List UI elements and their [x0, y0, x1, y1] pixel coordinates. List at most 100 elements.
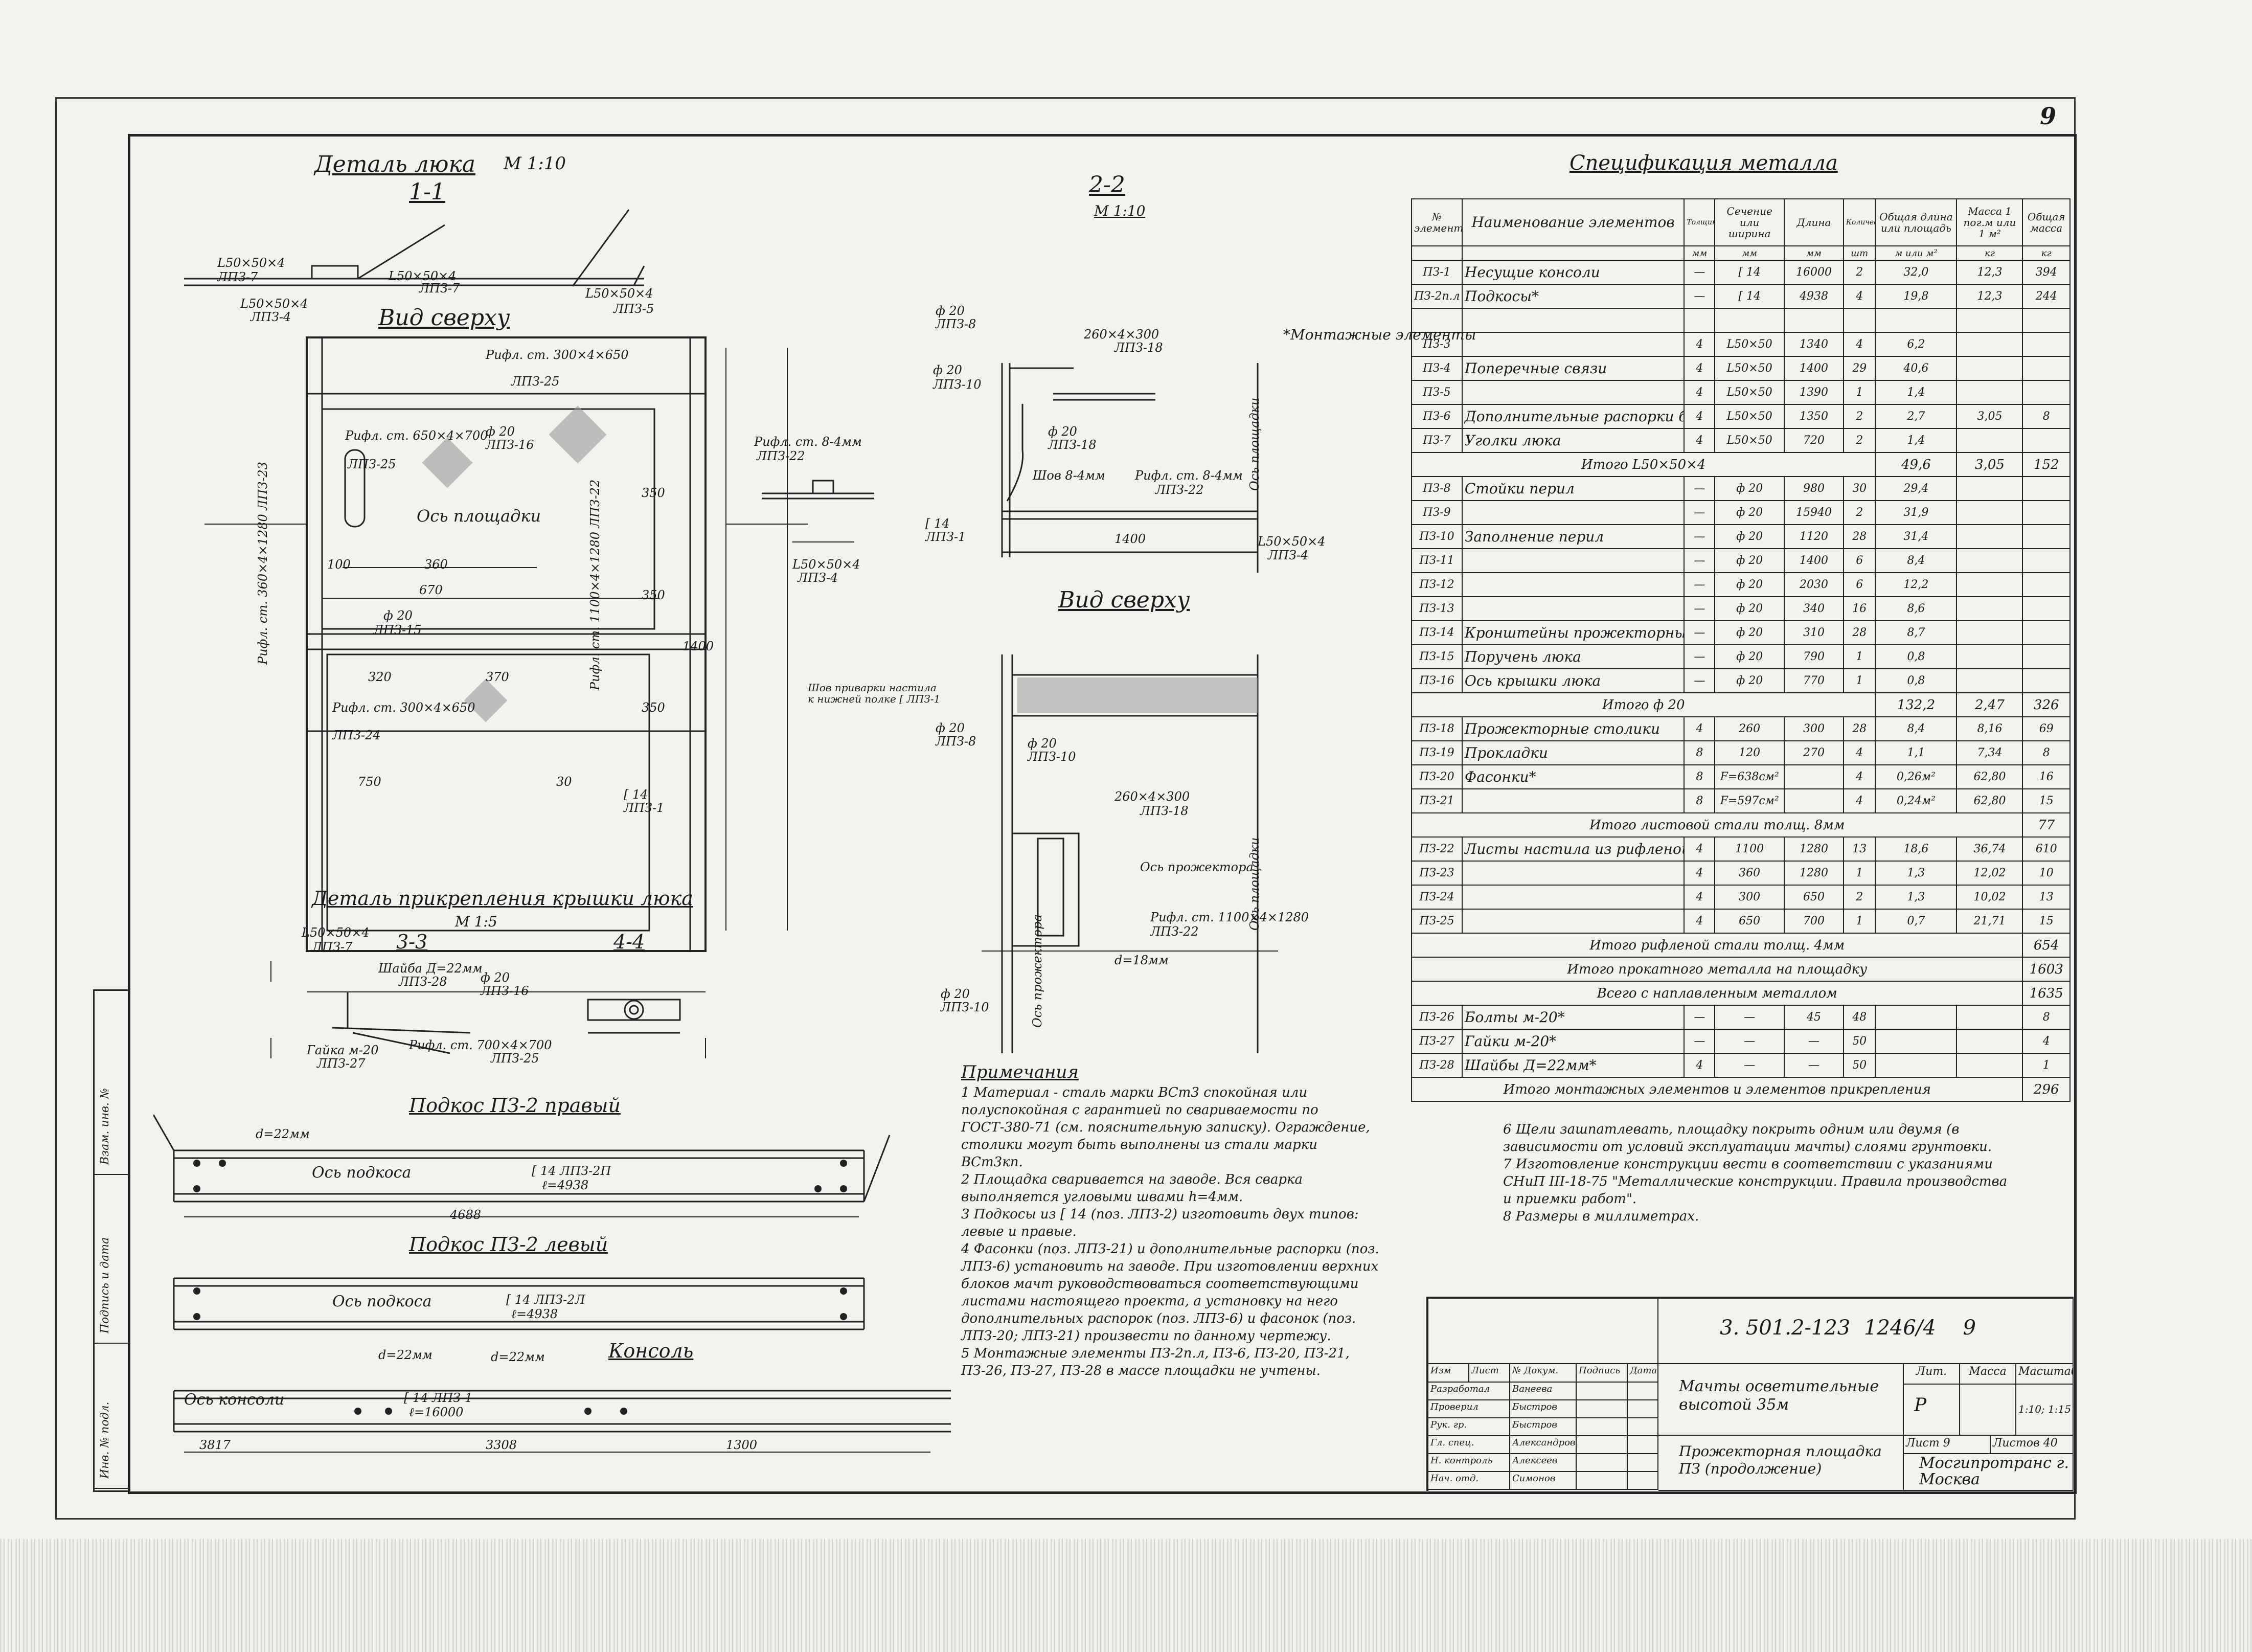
section-3-3-label: 3-3	[396, 931, 428, 953]
stamp-person: Александров	[1510, 1436, 1577, 1454]
spec-cell: 12,2	[1875, 572, 1958, 597]
stamp-col-doc: № Докум.	[1510, 1364, 1577, 1383]
spec-cell: 30	[1843, 476, 1876, 501]
stamp-col-izm: Изм	[1428, 1364, 1469, 1383]
spec-cell: 790	[1783, 644, 1845, 669]
cn-dim-1: 3817	[199, 1438, 231, 1452]
spec-cell	[2022, 548, 2071, 573]
spec-cell: 394	[2022, 260, 2071, 285]
spec-cell: L50×50	[1714, 404, 1785, 429]
spec-cell-id: ПЗ-13	[1411, 596, 1463, 621]
spec-total-label: Итого листовой стали толщ. 8мм	[1411, 812, 2023, 838]
spec-cell: —	[1684, 524, 1716, 549]
spec-cell: ф 20	[1714, 476, 1785, 501]
s33-washer-ref: ЛПЗ-28	[399, 975, 447, 989]
spec-cell: 4	[1684, 428, 1716, 453]
spec-cell-id: ПЗ-24	[1411, 885, 1463, 910]
spec-cell: 45	[1783, 1005, 1845, 1030]
spec-cell: 4	[1684, 380, 1716, 405]
spec-cell: 4	[1843, 788, 1876, 813]
spec-cell: 2	[1843, 500, 1876, 525]
top-view-1-title: Вид сверху	[378, 305, 510, 331]
bl-len: ℓ=4938	[511, 1307, 558, 1321]
spec-cell: 8	[2022, 1005, 2071, 1030]
stamp-date	[1628, 1418, 1658, 1436]
spec-cell: 19,8	[1875, 284, 1958, 309]
spec-u-3: мм	[1714, 245, 1785, 261]
spec-cell-id: ПЗ-23	[1411, 861, 1463, 886]
page-number: 9	[2040, 102, 2057, 130]
s33-phi-ref: ЛПЗ-16	[481, 984, 529, 998]
s22-rifl-ref: ЛПЗ-22	[1155, 483, 1204, 497]
spec-cell-name	[1461, 788, 1685, 813]
stamp-code: 3. 501.2-123	[1720, 1316, 1851, 1340]
l3-ref: ЛПЗ-4	[251, 310, 291, 324]
spec-cell: 4	[1684, 404, 1716, 429]
spec-cell	[1956, 572, 2023, 597]
spec-u-7: кг	[1956, 245, 2023, 261]
side-text-1: Взам. инв. №	[99, 1088, 111, 1165]
spec-cell-id: ПЗ-1	[1411, 260, 1463, 285]
spec-h-3: Сечение или ширина	[1714, 198, 1785, 246]
spec-cell: 4	[1684, 885, 1716, 910]
stamp-signature	[1577, 1454, 1628, 1472]
spec-cell: ф 20	[1714, 596, 1785, 621]
spec-cell: 8,6	[1875, 596, 1958, 621]
spec-cell: ф 20	[1714, 620, 1785, 645]
spec-cell	[1956, 332, 2023, 357]
spec-cell: 310	[1783, 620, 1845, 645]
spec-cell: 4	[2022, 1029, 2071, 1054]
spec-cell	[2022, 332, 2071, 357]
br-len: ℓ=4938	[542, 1178, 589, 1192]
spec-h-7: Масса 1 пог.м или 1 м²	[1956, 198, 2023, 246]
spec-cell: —	[1684, 668, 1716, 693]
spec-cell: 270	[1783, 740, 1845, 765]
stamp-role: Рук. гр.	[1428, 1418, 1510, 1436]
s22-small-rifl: Рифл. ст. 8-4мм	[754, 435, 862, 449]
s22-plate-ref: ЛПЗ-18	[1114, 341, 1163, 355]
spec-cell: 32,0	[1875, 260, 1958, 285]
spec-cell-name: Заполнение перил	[1461, 524, 1685, 549]
spec-cell: 8	[2022, 740, 2071, 765]
tv2-axis3: Ось прожектора	[1030, 914, 1044, 1028]
spec-cell: —	[1684, 1005, 1716, 1030]
hatch-detail-title: Деталь люка	[314, 151, 475, 177]
spec-cell: 260	[1714, 716, 1785, 741]
ch14-ref: ЛПЗ-1	[624, 801, 665, 815]
cn-dim-3: 1300	[726, 1438, 758, 1452]
spec-cell: 2	[1843, 260, 1876, 285]
spec-cell-id: ПЗ-10	[1411, 524, 1463, 549]
spec-cell-id: ПЗ-22	[1411, 836, 1463, 862]
stamp-person: Симонов	[1510, 1472, 1577, 1490]
spec-cell-name	[1461, 548, 1685, 573]
spec-u-5: шт	[1843, 245, 1876, 261]
stamp-album: 1246/4	[1863, 1316, 1936, 1340]
spec-cell-name	[1461, 909, 1685, 934]
spec-cell-id: ПЗ-5	[1411, 380, 1463, 405]
spec-cell: —	[1783, 1029, 1845, 1054]
spec-cell	[1714, 308, 1785, 333]
spec-cell: 1	[1843, 644, 1876, 669]
spec-cell-name: Поручень люка	[1461, 644, 1685, 669]
tv2-phi2: ф 20	[1028, 736, 1057, 751]
stamp-org: Мосгипротранс г. Москва	[1904, 1454, 2074, 1491]
spec-h-0: № элемента	[1411, 198, 1463, 246]
spec-cell-id: ПЗ-6	[1411, 404, 1463, 429]
spec-cell: 4	[1684, 836, 1716, 862]
l1b-ref: ЛПЗ-7	[419, 281, 460, 296]
spec-cell-name	[1461, 596, 1685, 621]
stamp-mass-value	[1960, 1385, 2016, 1436]
spec-cell: —	[1714, 1029, 1785, 1054]
s33-phi: ф 20	[481, 970, 510, 985]
spec-cell: 31,4	[1875, 524, 1958, 549]
stamp-signature	[1577, 1400, 1628, 1418]
spec-cell-id: ПЗ-16	[1411, 668, 1463, 693]
stamp-sheets-label: Листов 40	[1991, 1436, 2074, 1454]
